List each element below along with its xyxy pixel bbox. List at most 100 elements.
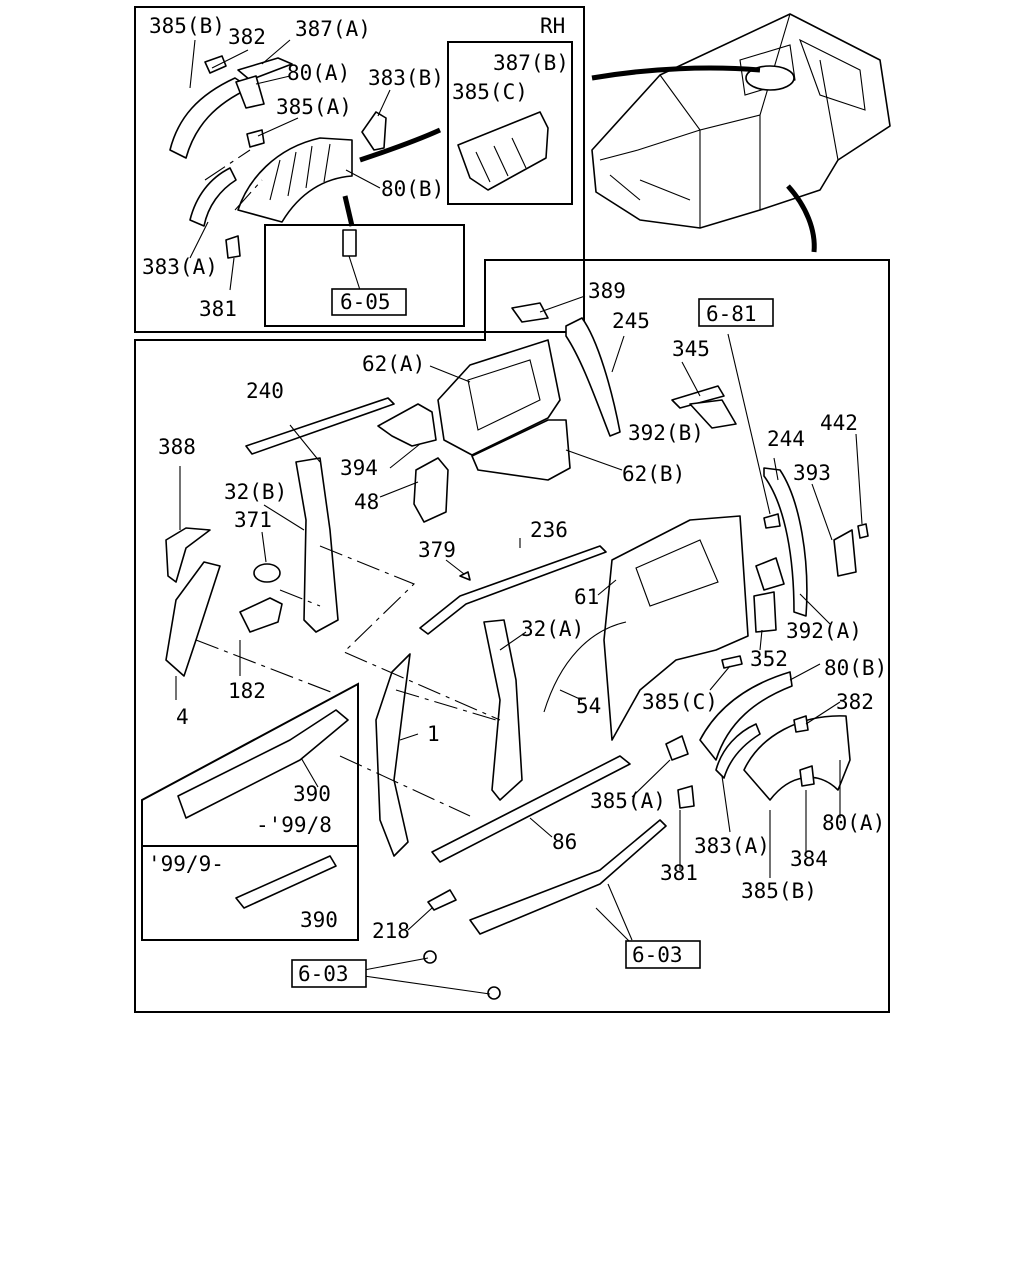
part-393 bbox=[833, 529, 857, 577]
part-382-inset bbox=[204, 55, 227, 74]
main-panel: 389 245 6-81 345 62(A) 240 392(B) 244 44… bbox=[134, 259, 890, 1013]
label-6-81: 6-81 bbox=[706, 302, 757, 326]
label-383a-inset: 383(A) bbox=[142, 255, 218, 279]
arc-to-6-05 bbox=[342, 195, 355, 227]
label-244: 244 bbox=[767, 427, 805, 451]
part-244 bbox=[763, 467, 808, 617]
part-80b-main bbox=[699, 671, 793, 761]
label-382-inset: 382 bbox=[228, 25, 266, 49]
part-245 bbox=[565, 317, 621, 437]
part-389 bbox=[511, 302, 549, 323]
label-385a-inset: 385(A) bbox=[276, 95, 352, 119]
part-390-late bbox=[235, 855, 337, 909]
label-245: 245 bbox=[612, 309, 650, 333]
label-392b: 392(B) bbox=[628, 421, 704, 445]
vehicle-body-lines bbox=[599, 13, 839, 228]
label-384: 384 bbox=[790, 847, 828, 871]
part-392a bbox=[755, 557, 785, 591]
label-345: 345 bbox=[672, 337, 710, 361]
label-86: 86 bbox=[552, 830, 577, 854]
label-54: 54 bbox=[576, 694, 601, 718]
part-48 bbox=[413, 457, 449, 523]
vehicle-body-windows bbox=[739, 38, 866, 111]
label-80b-main: 80(B) bbox=[824, 656, 887, 680]
part-182 bbox=[239, 597, 283, 633]
label-80a-inset: 80(A) bbox=[287, 61, 350, 85]
label-385b-main: 385(B) bbox=[741, 879, 817, 903]
label-387a-inset: 387(A) bbox=[295, 17, 371, 41]
part-385c-main bbox=[721, 655, 743, 669]
part-390-early bbox=[177, 709, 349, 819]
part-240 bbox=[245, 397, 395, 455]
main-panel-frame bbox=[134, 259, 890, 1013]
part-54 bbox=[543, 621, 627, 713]
part-32b bbox=[295, 457, 339, 633]
label-80a-main: 80(A) bbox=[822, 811, 885, 835]
label-390-early: 390 bbox=[293, 782, 331, 806]
label-388: 388 bbox=[158, 435, 196, 459]
part-4 bbox=[165, 561, 221, 677]
label-383b-inset: 383(B) bbox=[368, 66, 444, 90]
arc-body-to-main bbox=[786, 184, 817, 253]
label-32b: 32(B) bbox=[224, 480, 287, 504]
label-389: 389 bbox=[588, 279, 626, 303]
label-218: 218 bbox=[372, 919, 410, 943]
part-62a bbox=[437, 339, 561, 456]
label-236: 236 bbox=[530, 518, 568, 542]
label-442: 442 bbox=[820, 411, 858, 435]
part-352 bbox=[753, 591, 777, 633]
main-dash-lines bbox=[195, 545, 501, 817]
part-382-main bbox=[793, 715, 809, 733]
label-381-inset: 381 bbox=[199, 297, 237, 321]
part-80b-ribs bbox=[269, 143, 331, 201]
part-6-81-bolt bbox=[763, 513, 781, 529]
top-inset-leaders bbox=[189, 39, 391, 291]
vehicle-body-outline bbox=[591, 13, 891, 229]
part-379 bbox=[459, 571, 471, 581]
label-382-main: 382 bbox=[836, 690, 874, 714]
label-381-main: 381 bbox=[660, 861, 698, 885]
label-1: 1 bbox=[427, 722, 440, 746]
part-sill-outer bbox=[469, 819, 667, 935]
label-32a: 32(A) bbox=[521, 617, 584, 641]
ref-6-05-frame bbox=[264, 224, 465, 327]
part-385a-inset bbox=[246, 129, 265, 148]
arc-inset-to-sub bbox=[359, 127, 442, 163]
part-62a-window bbox=[467, 359, 541, 431]
label-394: 394 bbox=[340, 456, 378, 480]
part-61 bbox=[603, 515, 749, 741]
label-6-03-left: 6-03 bbox=[298, 962, 349, 986]
variant-box-b bbox=[141, 845, 359, 941]
part-381-inset bbox=[225, 235, 241, 259]
part-388 bbox=[165, 527, 211, 583]
part-383a-inset bbox=[189, 167, 237, 227]
ref-6-03-box-left bbox=[291, 959, 367, 988]
vehicle-body-sketch bbox=[591, 13, 891, 253]
part-1 bbox=[375, 653, 411, 857]
label-61: 61 bbox=[574, 585, 599, 609]
part-62b bbox=[471, 419, 571, 481]
label-385b-inset: 385(B) bbox=[149, 14, 225, 38]
part-385b-inset bbox=[169, 77, 251, 159]
top-inset-frame bbox=[134, 6, 585, 333]
part-80a-inset bbox=[235, 75, 265, 109]
part-385a-main bbox=[665, 735, 689, 761]
part-394 bbox=[377, 403, 437, 447]
main-leaders bbox=[175, 295, 863, 995]
part-32a bbox=[483, 619, 523, 801]
part-86 bbox=[431, 755, 631, 863]
sub-inset-frame bbox=[447, 41, 573, 205]
label-387b-sub: 387(B) bbox=[493, 51, 569, 75]
label-80b-inset: 80(B) bbox=[381, 177, 444, 201]
leader-6-05 bbox=[348, 255, 361, 291]
top-inset-dashes bbox=[204, 149, 263, 211]
part-345 bbox=[671, 385, 725, 409]
part-80b-inset bbox=[237, 137, 353, 223]
bolt-6-03-a bbox=[423, 950, 437, 964]
label-range-early: -'99/8 bbox=[256, 813, 332, 837]
part-387b-ribs bbox=[475, 137, 527, 183]
label-385c-sub: 385(C) bbox=[452, 80, 528, 104]
part-392b bbox=[689, 399, 737, 429]
part-387b-inset bbox=[457, 111, 549, 191]
label-6-03-right: 6-03 bbox=[632, 943, 683, 967]
